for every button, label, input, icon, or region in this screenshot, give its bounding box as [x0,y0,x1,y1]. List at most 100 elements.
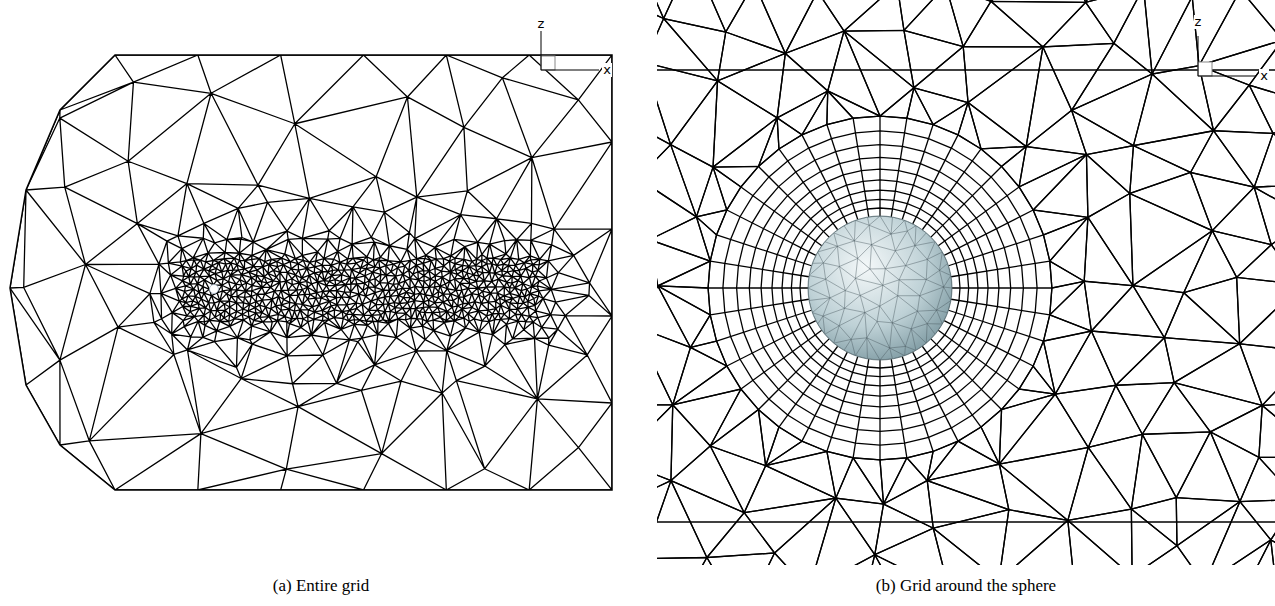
mesh-cell [1088,193,1133,285]
mesh-cell [692,0,754,32]
mesh-cell [657,62,671,144]
mesh-cell [754,0,817,53]
mesh-cell [657,481,671,559]
mesh-cell [671,405,710,481]
mesh-cell [1191,172,1255,230]
mesh-cell [1055,331,1116,394]
mesh-cell [1227,540,1275,565]
mesh-cell [884,481,934,529]
mesh-cell [1086,0,1144,2]
mesh-cell [1072,74,1152,146]
mesh-cell [1131,434,1176,509]
mesh-cell [958,427,999,464]
mesh-cell [718,32,786,81]
mesh-cell [1033,155,1088,218]
grid-spoke [948,235,1043,266]
mesh-cell [1043,331,1091,394]
mesh-cell [1043,315,1091,341]
mesh-cell [777,118,802,149]
mesh-cell [1050,261,1084,288]
mesh-cell [861,555,912,565]
grid-spoke [827,356,858,451]
mesh-cell [657,286,690,348]
grid-layer-line [657,521,1275,522]
sphere-grid-mesh [657,0,1275,565]
mesh-cell [673,347,727,404]
mesh-cell [1142,383,1210,435]
mesh-cell [1184,277,1240,343]
mesh-cell [963,47,1043,103]
mesh-cell [1116,383,1174,435]
mesh-cell [933,103,968,135]
mesh-cell [1068,447,1132,520]
grid-spoke [827,125,858,220]
mesh-cell [1130,172,1213,230]
mesh-cell [713,167,741,210]
sphere [808,216,952,360]
mesh-cell [1068,520,1132,565]
mesh-cell [1152,0,1199,74]
mesh-cell [1254,187,1275,245]
sphere-surface-mesh [808,216,952,360]
mesh-cell [1132,546,1204,565]
mesh-cell [1214,85,1274,133]
grid-spoke [922,149,981,230]
mesh-cell [1240,344,1275,406]
mesh-cell [1026,110,1086,154]
mesh-cell [696,217,716,261]
mesh-cell [657,326,673,405]
subfigure-caption: (a) Entire grid [272,577,370,596]
mesh-cell [1262,352,1275,406]
mesh-cell [927,464,1009,510]
mesh-cell [1133,231,1212,293]
mesh-cell [785,0,844,53]
mesh-cell [946,0,991,47]
subfigure-caption: (b) Grid around the sphere [875,577,1057,596]
mesh-cell [1240,0,1275,40]
sphere-small [210,285,219,294]
grid-spoke [891,359,907,458]
grid-spoke [708,287,808,288]
mesh-cell [904,0,963,47]
mesh-cell [657,240,658,286]
mesh-cell [1088,434,1142,509]
grid-spoke [802,135,847,224]
mesh-cell [664,0,726,32]
mesh-cell [1254,133,1275,187]
mesh-cell [1237,277,1275,343]
mesh-cell [927,441,999,480]
mesh-cell [726,0,786,53]
sphere-outline [808,216,952,360]
mesh-cell [946,0,991,1]
mesh-cell [1130,146,1191,194]
grid-spoke [717,310,812,341]
mesh-cell [1164,293,1239,344]
mesh-cell [1091,331,1164,385]
grid-spoke [902,125,933,220]
grid-spoke [710,261,809,277]
mesh-cell [696,167,726,217]
grid-spoke [922,346,981,427]
grid-spoke [902,356,933,451]
axis-label: z [1194,15,1203,29]
mesh-cell [897,0,946,30]
mesh-cell [775,498,836,565]
mesh-cell [657,178,696,239]
mesh-cell [1254,183,1275,218]
mesh-cell [875,504,934,555]
mesh-cell [710,410,765,466]
mesh-cell [671,481,744,558]
mesh-cell [1259,457,1275,499]
mesh-cell [1204,540,1271,565]
grid-spoke [879,360,880,460]
mesh-cell [710,446,765,513]
mesh-cell [1033,341,1055,394]
mesh-cell [828,31,880,116]
mesh-cell [1240,285,1275,352]
axis-label: z [537,17,546,31]
grid-spoke [727,321,816,366]
mesh-cell [844,31,914,116]
grid-spoke [938,187,1019,246]
